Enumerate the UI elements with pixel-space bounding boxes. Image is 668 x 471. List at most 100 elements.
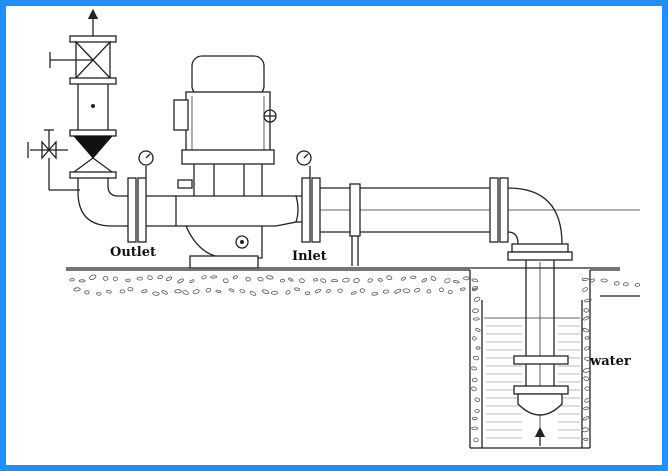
soil-grain: [315, 288, 321, 294]
soil-grain: [280, 278, 285, 283]
soil-grain: [452, 280, 460, 284]
soil-grain: [582, 287, 588, 292]
soil-grain: [325, 288, 331, 294]
ground-surface: [66, 267, 640, 449]
soil-grain: [460, 287, 466, 291]
motor-bracket: [181, 149, 275, 165]
soil-hatching: [69, 274, 640, 443]
soil-grain: [320, 278, 327, 283]
soil-grain: [444, 278, 451, 284]
soil-grain: [439, 287, 444, 293]
soil-grain: [330, 279, 339, 283]
soil-grain: [430, 276, 437, 281]
check-valve: [72, 135, 114, 159]
pump-base: [189, 255, 259, 269]
soil-grain: [106, 289, 112, 294]
soil-grain: [426, 289, 432, 294]
soil-grain: [589, 278, 595, 283]
soil-grain: [583, 406, 589, 411]
soil-grain: [473, 437, 479, 443]
soil-grain: [232, 275, 238, 280]
soil-grain: [136, 276, 143, 281]
soil-grain: [471, 386, 477, 392]
soil-grain: [257, 276, 264, 282]
soil-grain: [582, 367, 591, 373]
soil-grain: [119, 289, 126, 294]
soil-grain: [84, 290, 90, 295]
soil-grain: [474, 409, 480, 413]
soil-grain: [239, 289, 246, 294]
soil-grain: [304, 291, 311, 295]
water-body: [484, 317, 580, 439]
soil-grain: [471, 377, 478, 383]
soil-grain: [582, 328, 589, 333]
motor-body: [185, 91, 271, 153]
soil-grain: [299, 278, 305, 284]
soil-grain: [581, 427, 589, 433]
soil-grain: [584, 346, 590, 351]
water-label: water: [589, 354, 631, 369]
soil-grain: [475, 346, 481, 350]
soil-grain: [157, 275, 164, 280]
soil-grain: [337, 288, 343, 293]
soil-grain: [394, 288, 402, 294]
soil-grain: [192, 289, 200, 295]
soil-grain: [161, 290, 168, 295]
gate-valve: [75, 40, 111, 80]
soil-grain: [285, 290, 291, 295]
soil-grain: [471, 278, 479, 283]
junction-box: [173, 99, 189, 131]
soil-grain: [215, 289, 222, 293]
soil-grain: [73, 287, 81, 292]
soil-grain: [177, 278, 184, 284]
soil-grain: [371, 292, 379, 296]
soil-grain: [473, 296, 481, 302]
soil-grain: [89, 274, 97, 280]
soil-grain: [288, 277, 294, 282]
soil-grain: [147, 275, 153, 280]
soil-grain: [125, 278, 131, 282]
motor-top: [191, 55, 265, 97]
soil-grain: [165, 276, 173, 281]
soil-grain: [377, 277, 383, 282]
soil-grain: [584, 386, 591, 391]
soil-grain: [245, 276, 251, 282]
soil-grain: [400, 276, 407, 281]
soil-grain: [584, 356, 592, 362]
soil-grain: [421, 278, 428, 283]
soil-grain: [112, 276, 118, 282]
soil-grain: [447, 290, 453, 295]
soil-grain: [228, 288, 235, 293]
soil-grain: [472, 285, 479, 291]
outlet-label: Outlet: [110, 245, 156, 260]
soil-grain: [210, 275, 217, 279]
soil-grain: [141, 289, 148, 294]
soil-grain: [127, 287, 134, 292]
soil-grain: [271, 290, 279, 295]
soil-grain: [600, 278, 608, 283]
soil-grain: [581, 277, 589, 281]
soil-grain: [583, 308, 589, 313]
outlet-flange: [127, 150, 176, 243]
soil-grain: [313, 278, 319, 282]
soil-grain: [205, 287, 212, 293]
soil-grain: [473, 317, 480, 321]
soil-grain: [359, 288, 365, 293]
soil-grain: [472, 416, 478, 421]
soil-grain: [174, 289, 182, 294]
soil-grain: [103, 275, 109, 281]
soil-grain: [475, 327, 481, 332]
soil-grain: [583, 316, 589, 321]
soil-grain: [584, 298, 592, 303]
soil-grain: [382, 289, 390, 294]
soil-grain: [472, 308, 479, 314]
soil-grain: [189, 279, 195, 283]
inlet-assembly: [296, 150, 640, 266]
soil-grain: [152, 291, 160, 296]
pump-casing: [175, 195, 299, 227]
soil-grain: [583, 376, 589, 382]
soil-grain: [342, 277, 350, 283]
soil-grain: [249, 291, 257, 296]
soil-grain: [96, 291, 102, 296]
